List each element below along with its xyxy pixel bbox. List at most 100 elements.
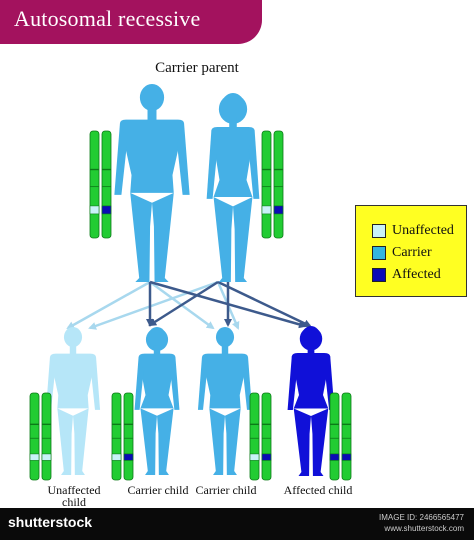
figure-arm <box>114 122 128 195</box>
figure-leg <box>157 408 174 475</box>
page-title: Autosomal recessive <box>14 6 201 31</box>
chromosome-gene-band <box>123 453 134 461</box>
legend-item-carrier: Carrier <box>372 244 432 262</box>
figure-hair <box>299 327 323 351</box>
figure-leg <box>57 408 73 475</box>
chromosome-gene-band <box>273 205 284 215</box>
carrier-mother-figure <box>206 93 260 282</box>
title-banner: Autosomal recessive <box>0 0 262 44</box>
legend-item-unaffected: Unaffected <box>372 222 454 240</box>
legend-item-affected: Affected <box>372 266 441 284</box>
figure-arm <box>248 130 260 199</box>
figure-arm <box>90 356 101 410</box>
parent-label: Carrier parent <box>155 60 239 76</box>
chromosome-arm <box>341 392 352 481</box>
figure-neck <box>153 345 161 356</box>
figure-leg <box>225 408 241 475</box>
legend: Unaffected Carrier Affected <box>355 205 467 297</box>
figure-head <box>63 327 83 348</box>
footer-image-id: IMAGE ID: 2466565477 <box>379 513 464 522</box>
carrier-father-figure <box>114 84 190 282</box>
child-label-carrier-2: Carrier child <box>195 483 257 497</box>
inheritance-arrows <box>66 280 312 330</box>
figure-leg <box>233 196 253 282</box>
mother-chromosomes-right <box>273 130 284 239</box>
legend-swatch <box>372 224 386 238</box>
chromosome-arm <box>41 392 52 481</box>
legend-label: Affected <box>392 267 441 282</box>
carrier-child-1-chromosomes-left <box>111 392 122 481</box>
carrier-child-figure-2 <box>197 327 253 475</box>
affected-child-chromosomes-left <box>329 392 340 481</box>
chromosome-gene-band <box>101 205 112 215</box>
figure-leg <box>130 192 152 282</box>
figure-leg <box>152 192 174 282</box>
carrier-child-2-chromosomes-left <box>249 392 260 481</box>
chromosome-gene-band <box>111 453 122 461</box>
footer-url: www.shutterstock.com <box>384 524 464 533</box>
arrow-light <box>88 280 219 330</box>
affected-child-figure <box>287 326 335 476</box>
figure-arm <box>197 356 208 410</box>
child-label-carrier-1: Carrier child <box>127 483 189 497</box>
figure-torso <box>138 353 176 409</box>
figure-arm <box>176 122 190 195</box>
legend-swatch <box>372 268 386 282</box>
chromosome-arm <box>123 392 134 481</box>
footer-logo: shutterstock <box>8 514 93 530</box>
figure-head <box>139 84 165 111</box>
chromosome-gene-band <box>261 205 272 215</box>
figure-hair <box>145 328 169 352</box>
chromosome-arm <box>249 392 260 481</box>
figure-arm <box>170 356 180 410</box>
footer-bar: shutterstock IMAGE ID: 2466565477 www.sh… <box>0 508 474 540</box>
figure-torso <box>202 353 248 409</box>
chromosome-gene-band <box>249 453 260 461</box>
child-label-unaffected: Unaffected child <box>47 483 101 509</box>
chromosome-arm <box>329 392 340 481</box>
chromosome-gene-band <box>329 453 340 461</box>
figure-leg <box>140 408 157 475</box>
mother-chromosomes-left <box>261 130 272 239</box>
carrier-child-2-chromosomes-right <box>261 392 272 481</box>
figure-neck <box>221 345 229 356</box>
figure-arm <box>134 356 144 410</box>
legend-label: Unaffected <box>392 223 454 238</box>
figure-neck <box>307 344 315 355</box>
chromosome-arm <box>261 130 272 239</box>
chromosome-gene-band <box>29 453 40 461</box>
unaffected-child-chromosomes-right <box>41 392 52 481</box>
figure-leg <box>293 408 311 476</box>
unaffected-child-figure <box>45 327 101 475</box>
figure-hair <box>218 94 248 124</box>
unaffected-child-chromosomes-left <box>29 392 40 481</box>
chromosome-gene-band <box>261 453 272 461</box>
chromosome-arm <box>261 392 272 481</box>
figure-torso <box>291 353 331 409</box>
chromosome-arm <box>89 130 100 239</box>
figure-neck <box>69 345 77 356</box>
carrier-child-figure-1 <box>134 327 180 475</box>
figure-leg <box>311 408 329 476</box>
arrow-dark <box>148 280 219 327</box>
arrow-dark <box>217 280 312 328</box>
chromosome-arm <box>111 392 122 481</box>
arrow-light <box>66 280 151 330</box>
figure-arm <box>206 130 218 199</box>
figure-leg <box>213 196 233 282</box>
father-chromosomes-right <box>101 130 112 239</box>
figures <box>45 84 335 476</box>
chromosome-pairs <box>29 130 352 481</box>
chromosome-arm <box>273 130 284 239</box>
figure-head <box>215 327 235 348</box>
figure-torso <box>50 353 96 409</box>
figure-torso <box>211 127 255 197</box>
figure-arm <box>287 356 298 410</box>
legend-label: Carrier <box>392 245 432 260</box>
figure-neck <box>229 116 237 130</box>
figure-neck <box>147 108 157 122</box>
legend-swatch <box>372 246 386 260</box>
chromosome-gene-band <box>89 205 100 215</box>
